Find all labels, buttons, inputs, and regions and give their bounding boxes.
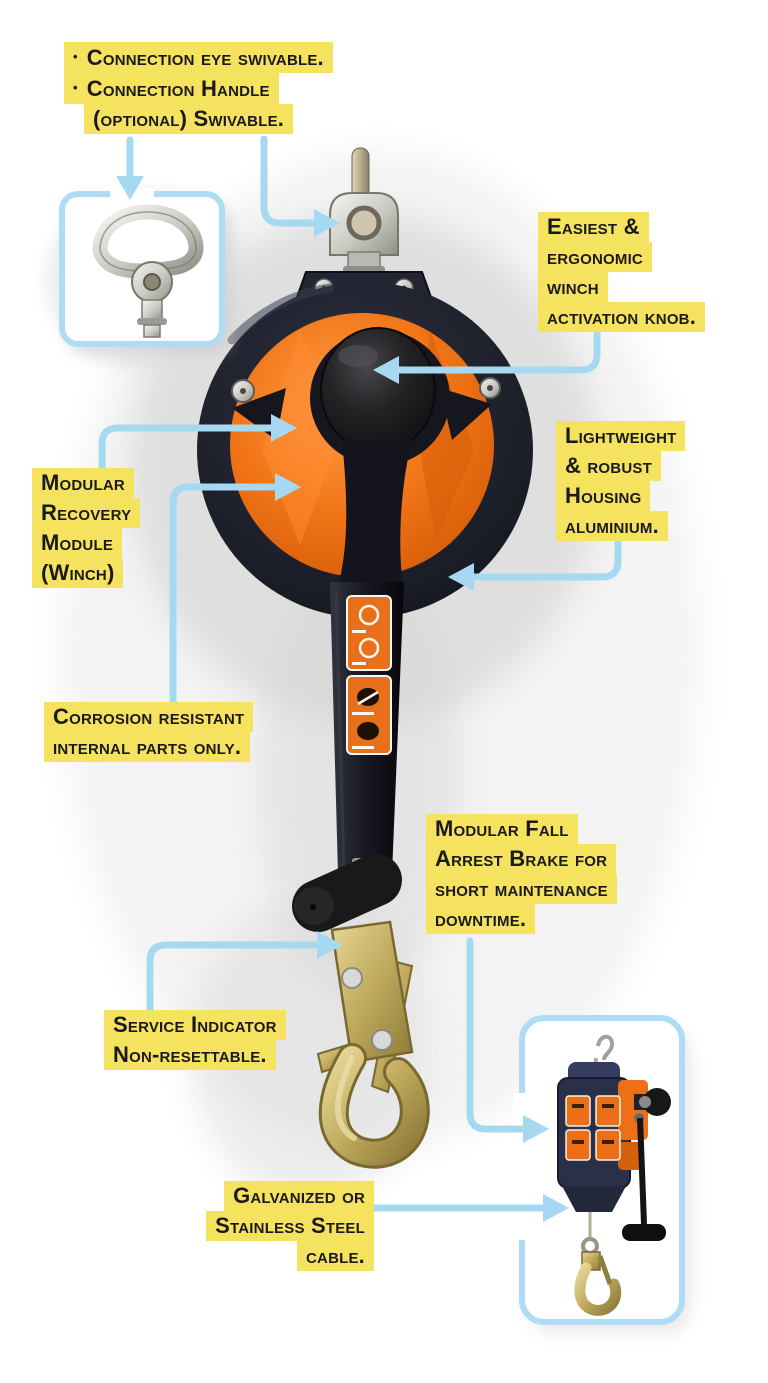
callout-line: Arrest Brake for [426, 844, 617, 874]
callout-line: • Connection eye swivable. [64, 42, 333, 73]
callout-line: internal parts only. [44, 732, 251, 762]
callout-line: Lightweight [556, 421, 686, 451]
callout-line: Stainless Steel [206, 1211, 374, 1241]
callout-fall-arrest: Modular Fall Arrest Brake for short main… [426, 814, 617, 934]
callout-line: winch [538, 272, 608, 302]
arrow-to-recovery-module [98, 414, 297, 471]
bullet-icon: • [73, 49, 78, 64]
shock-pack-handle [292, 854, 402, 932]
arrow-to-activation-knob [373, 329, 601, 384]
callout-line: • Connection Handle [64, 73, 279, 104]
callout-winch-knob: Easiest & ergonomic winch activation kno… [538, 212, 706, 332]
snap-hook [316, 920, 430, 1169]
arrow-to-service-indicator [146, 931, 343, 1014]
arrow-to-housing [448, 539, 622, 591]
callout-corrosion: Corrosion resistant internal parts only. [44, 702, 254, 762]
callout-text: Connection eye swivable. [86, 45, 324, 70]
callout-text: (optional) Swivable. [93, 106, 285, 131]
arrow-to-internal-parts [169, 473, 301, 705]
callout-recovery-module: Modular Recovery Module (Winch) [32, 468, 141, 588]
border-gap [513, 1093, 529, 1240]
callout-line: Corrosion resistant [44, 702, 254, 732]
callout-line: Easiest & [538, 212, 649, 242]
arrow-to-fall-arrest-brake [466, 937, 549, 1143]
inset-device-side-view [519, 1015, 685, 1325]
callout-line: aluminium. [556, 511, 668, 541]
callout-text: Connection Handle [86, 76, 270, 101]
callout-cable: Galvanized or Stainless Steel cable. [196, 1181, 374, 1271]
callout-line: Service Indicator [104, 1010, 286, 1040]
callout-line: Housing [556, 481, 651, 511]
arrow-to-connection-eye [260, 135, 340, 237]
callout-line: Galvanized or [224, 1181, 374, 1211]
callout-line: Modular [32, 468, 134, 498]
callout-connection: • Connection eye swivable. • Connection Ha… [64, 42, 333, 134]
callout-line: Non-resettable. [104, 1040, 276, 1070]
brake-arm [330, 582, 404, 874]
callout-line: (Winch) [32, 558, 124, 588]
callout-line: short maintenance [426, 874, 617, 904]
callout-line: cable. [297, 1241, 374, 1271]
housing-drum [197, 282, 533, 618]
callout-line: ergonomic [538, 242, 652, 272]
engaged-disengaged-label [346, 675, 392, 755]
callout-line: Modular Fall [426, 814, 578, 844]
cable-direction-label [346, 595, 392, 671]
callout-housing: Lightweight & robust Housing aluminium. [556, 421, 686, 541]
callout-line: activation knob. [538, 302, 706, 332]
bullet-icon: • [73, 80, 78, 95]
callout-line: downtime. [426, 904, 536, 934]
arrow-down-to-swivel-inset [116, 136, 144, 200]
device-side-view-image [557, 1034, 671, 1316]
callout-line: & robust [556, 451, 661, 481]
swivel-eye-connector-image [92, 204, 204, 338]
callout-line: Recovery [32, 498, 141, 528]
inset-swivel-eye [59, 191, 225, 347]
callout-line: (optional) Swivable. [84, 104, 294, 134]
arrow-to-cable [370, 1194, 569, 1222]
callout-service-indicator: Service Indicator Non-resettable. [104, 1010, 286, 1070]
callout-line: Module [32, 528, 123, 558]
top-cable-and-swivel [329, 147, 399, 274]
